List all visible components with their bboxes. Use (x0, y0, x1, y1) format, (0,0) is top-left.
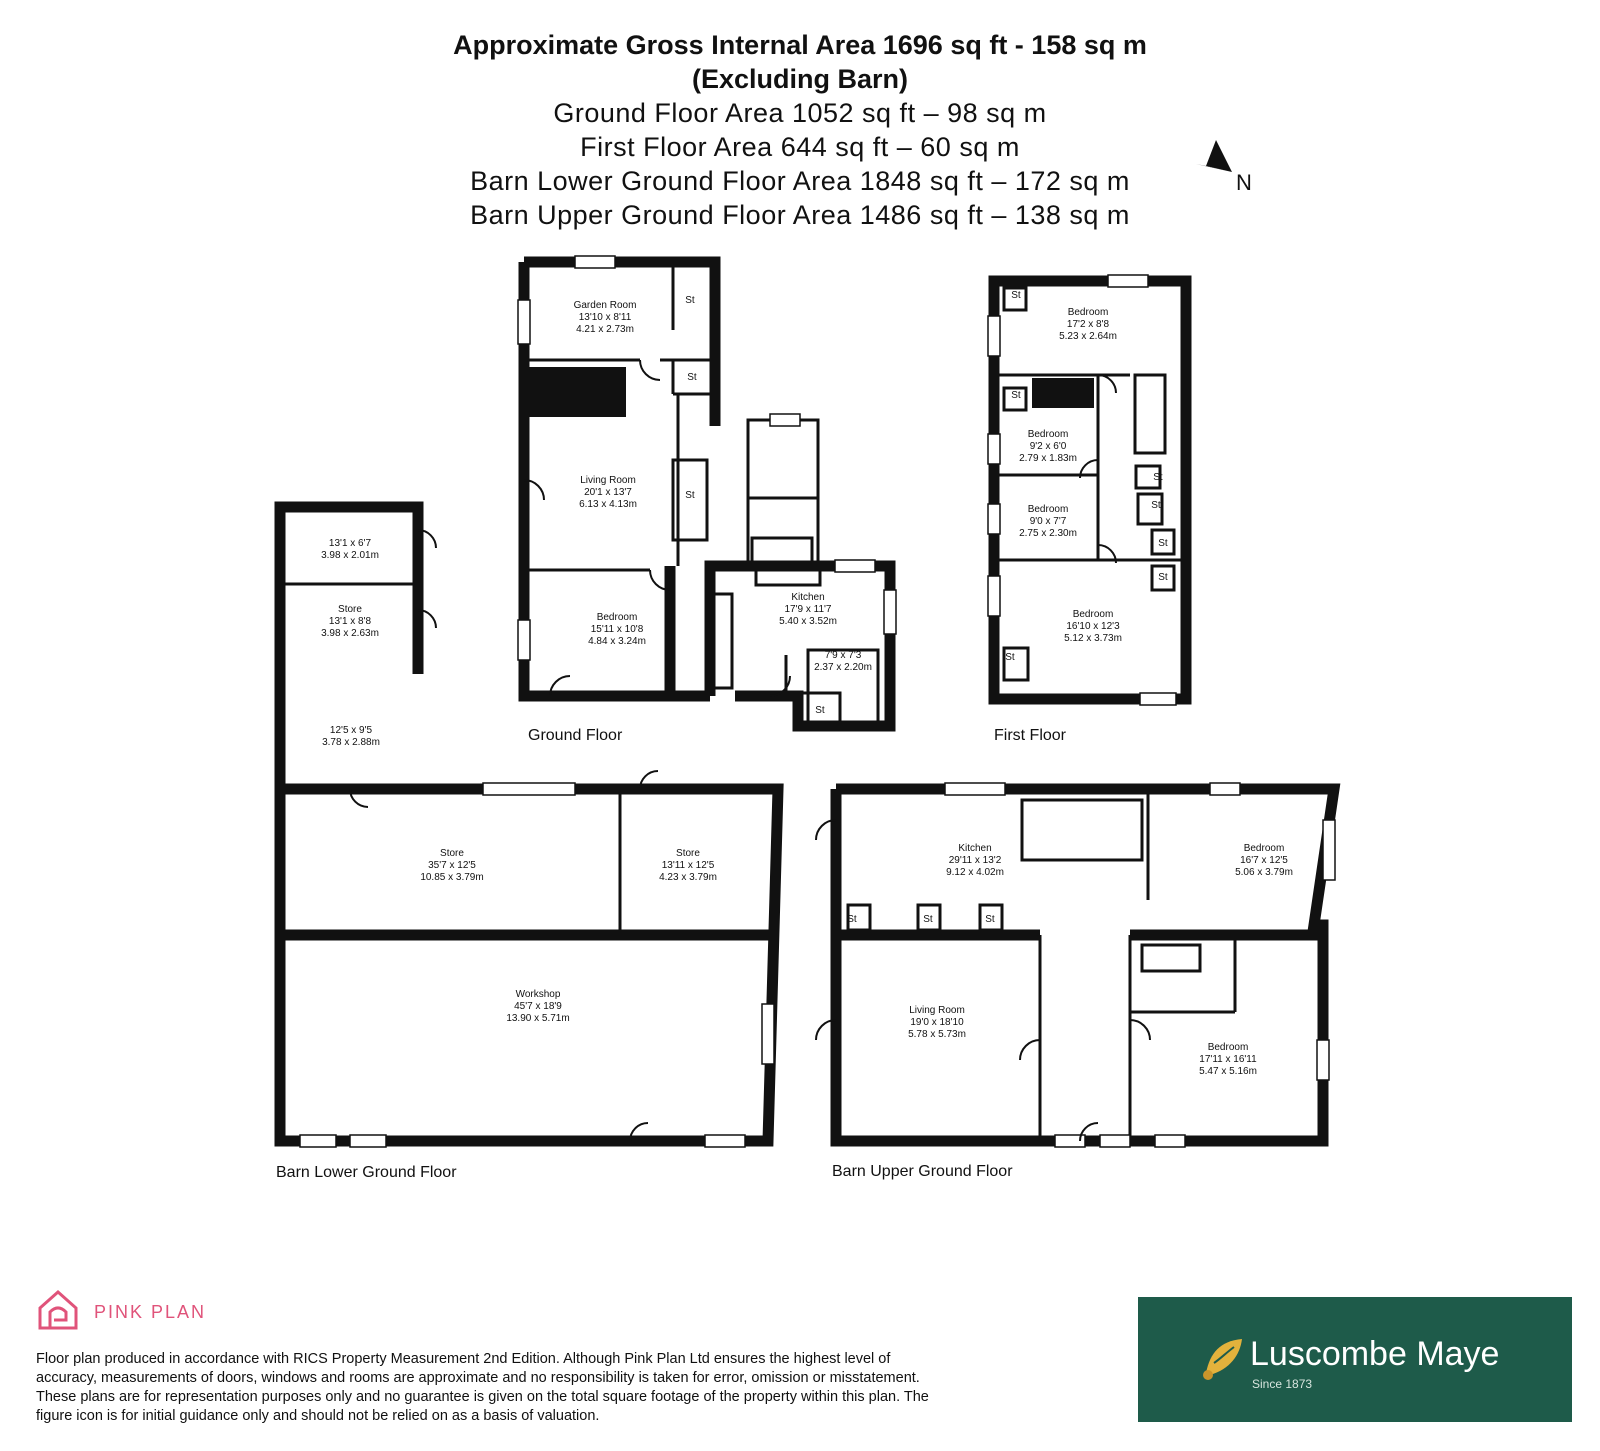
agent-name: Luscombe Maye (1250, 1335, 1500, 1373)
store-label: St (687, 372, 697, 383)
ff-bedroom3-metric: 2.75 x 2.30m (1019, 528, 1077, 539)
bl-store-large-imperial: 35'7 x 12'5 (428, 860, 476, 871)
store-label: St (685, 490, 695, 501)
ff-bedroom1-name: Bedroom (1068, 307, 1109, 318)
bu-kitchen-imperial: 29'11 x 13'2 (949, 855, 1002, 866)
pink-plan-logo: PINK PLAN (36, 1288, 204, 1332)
north-label: N (1236, 170, 1252, 195)
bu-bedroom2-imperial: 17'11 x 16'11 (1199, 1054, 1257, 1065)
bl-store-right-name: Store (676, 848, 700, 859)
store-label: St (1158, 538, 1168, 549)
ff-bedroom2-imperial: 9'2 x 6'0 (1030, 441, 1067, 452)
bu-bedroom1-name: Bedroom (1244, 843, 1285, 854)
store-label: St (685, 295, 695, 306)
living-room-name: Living Room (580, 475, 636, 486)
barn-lower-label: Barn Lower Ground Floor (276, 1164, 457, 1181)
bl-store-large-metric: 10.85 x 3.79m (420, 872, 483, 883)
store-label: St (1011, 290, 1021, 301)
store-label: St (1158, 572, 1168, 583)
first-floor-area: First Floor Area 644 sq ft – 60 sq m (580, 132, 1020, 162)
bu-bedroom2-metric: 5.47 x 5.16m (1199, 1066, 1257, 1077)
bl-store-large-name: Store (440, 848, 464, 859)
garden-room-name: Garden Room (574, 300, 637, 311)
living-room-metric: 6.13 x 4.13m (579, 499, 637, 510)
gf-bedroom-imperial: 15'11 x 10'8 (591, 624, 644, 635)
gf-kitchen-name: Kitchen (791, 592, 824, 603)
gross-area-title: Approximate Gross Internal Area 1696 sq … (453, 30, 1147, 60)
barn-lower-area: Barn Lower Ground Floor Area 1848 sq ft … (470, 166, 1130, 196)
bu-kitchen-metric: 9.12 x 4.02m (946, 867, 1004, 878)
excluding-barn-note: (Excluding Barn) (691, 64, 908, 94)
store-label: St (815, 705, 825, 716)
store-label: St (1011, 390, 1021, 401)
disclaimer-text: Floor plan produced in accordance with R… (36, 1351, 929, 1424)
store-label: St (1005, 652, 1015, 663)
bl-store-small-name: Store (338, 604, 362, 615)
bu-living-name: Living Room (909, 1005, 965, 1016)
ff-bedroom1-metric: 5.23 x 2.64m (1059, 331, 1117, 342)
gf-kitchen-metric: 5.40 x 3.52m (779, 616, 837, 627)
bl-workshop-name: Workshop (516, 989, 561, 1000)
bl-workshop-imperial: 45'7 x 18'9 (514, 1001, 562, 1012)
bl-room-top-metric: 3.98 x 2.01m (321, 550, 379, 561)
gf-bedroom-metric: 4.84 x 3.24m (588, 636, 646, 647)
bl-store-small-metric: 3.98 x 2.63m (321, 628, 379, 639)
bl-room-top-imperial: 13'1 x 6'7 (329, 538, 372, 549)
ff-bedroom1-imperial: 17'2 x 8'8 (1067, 319, 1110, 330)
gf-utility-metric: 2.37 x 2.20m (814, 662, 872, 673)
bl-store-right-metric: 4.23 x 3.79m (659, 872, 717, 883)
north-arrow-icon (1196, 140, 1232, 172)
ff-bedroom2-metric: 2.79 x 1.83m (1019, 453, 1077, 464)
ff-bedroom4-name: Bedroom (1073, 609, 1114, 620)
ff-bedroom4-metric: 5.12 x 3.73m (1064, 633, 1122, 644)
store-label: St (985, 914, 995, 925)
bu-bedroom1-metric: 5.06 x 3.79m (1235, 867, 1293, 878)
pink-plan-house-icon (38, 1289, 78, 1330)
garden-room-imperial: 13'10 x 8'11 (579, 312, 632, 323)
bu-bedroom2-name: Bedroom (1208, 1042, 1249, 1053)
bu-living-imperial: 19'0 x 18'10 (910, 1017, 964, 1028)
gf-kitchen-imperial: 17'9 x 11'7 (784, 604, 831, 615)
agent-logo-panel: Luscombe Maye Since 1873 (1138, 1297, 1572, 1422)
store-label: St (1151, 500, 1161, 511)
bl-yard-metric: 3.78 x 2.88m (322, 737, 380, 748)
bl-workshop-metric: 13.90 x 5.71m (506, 1013, 569, 1024)
ff-bedroom4-imperial: 16'10 x 12'3 (1066, 621, 1120, 632)
bu-kitchen-name: Kitchen (958, 843, 991, 854)
gf-utility-imperial: 7'9 x 7'3 (825, 650, 862, 661)
gf-bedroom-name: Bedroom (597, 612, 638, 623)
bl-store-small-imperial: 13'1 x 8'8 (329, 616, 372, 627)
bl-store-right-imperial: 13'11 x 12'5 (662, 860, 715, 871)
garden-room-metric: 4.21 x 2.73m (576, 324, 634, 335)
living-room-imperial: 20'1 x 13'7 (584, 487, 632, 498)
barn-upper-area: Barn Upper Ground Floor Area 1486 sq ft … (470, 200, 1130, 230)
first-floor-label: First Floor (994, 727, 1067, 744)
ground-floor-label: Ground Floor (528, 727, 623, 744)
ground-floor-area: Ground Floor Area 1052 sq ft – 98 sq m (553, 98, 1047, 128)
store-label: St (847, 914, 857, 925)
store-label: St (923, 914, 933, 925)
agent-since: Since 1873 (1252, 1377, 1313, 1391)
ff-bedroom2-name: Bedroom (1028, 429, 1069, 440)
store-label: St (1153, 472, 1163, 483)
oak-leaf-icon (1203, 1339, 1242, 1380)
ff-bedroom3-imperial: 9'0 x 7'7 (1030, 516, 1067, 527)
bl-yard-imperial: 12'5 x 9'5 (330, 725, 373, 736)
bu-living-metric: 5.78 x 5.73m (908, 1029, 966, 1040)
plan-header: Approximate Gross Internal Area 1696 sq … (0, 28, 1600, 232)
pink-plan-brand: PINK PLAN (94, 1302, 207, 1322)
ff-bedroom3-name: Bedroom (1028, 504, 1069, 515)
bu-bedroom1-imperial: 16'7 x 12'5 (1240, 855, 1288, 866)
barn-upper-label: Barn Upper Ground Floor (832, 1163, 1013, 1180)
